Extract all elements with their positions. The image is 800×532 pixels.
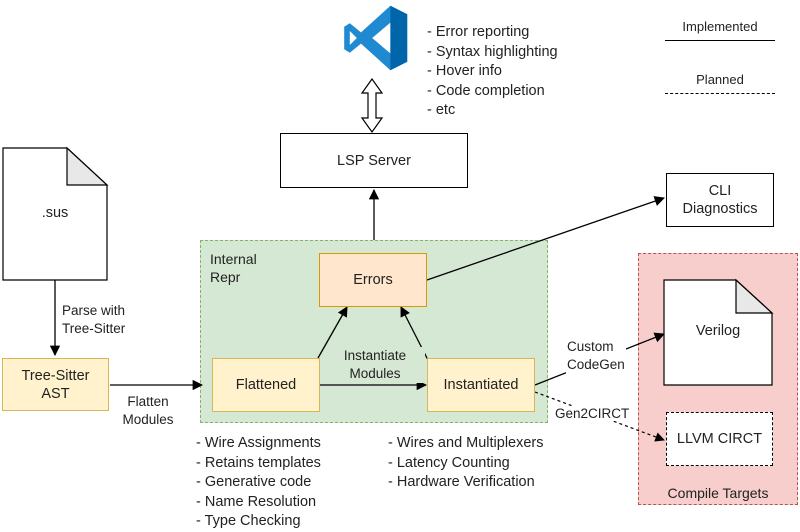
list-item: - Wires and Multiplexers: [388, 435, 544, 451]
list-item: - Type Checking: [196, 513, 301, 529]
errors-cli-edge: [426, 196, 665, 281]
list-item: - Hover info: [427, 63, 502, 79]
parse-edge-label: Parse with Tree-Sitter: [62, 303, 126, 336]
vscode-logo-icon: [344, 5, 408, 71]
instantiated-notes-list: - Wires and Multiplexers - Latency Count…: [388, 434, 544, 493]
verilog-label: Verilog: [695, 323, 741, 339]
errors-node: Errors: [319, 253, 427, 307]
flattened-notes-list: - Wire Assignments - Retains templates -…: [196, 434, 321, 532]
flatten-edge-label: Flatten Modules: [122, 394, 174, 427]
legend-implemented-label: Implemented: [682, 19, 758, 34]
list-item: - Error reporting: [427, 24, 530, 40]
instantiated-node: Instantiated: [427, 358, 535, 412]
list-item: - Syntax highlighting: [427, 43, 558, 60]
list-item: - Retains templates: [196, 454, 321, 471]
compile-targets-label: Compile Targets: [667, 485, 769, 501]
list-item: - Code completion: [427, 82, 545, 99]
editor-features-list: - Error reporting - Syntax highlighting …: [427, 23, 558, 121]
legend-solid-line: [665, 40, 775, 41]
custom-codegen-label: Custom CodeGen: [566, 338, 626, 374]
tree-sitter-ast-node: Tree-Sitter AST: [2, 358, 109, 411]
list-item: - Latency Counting: [388, 454, 510, 471]
list-item: - Name Resolution: [196, 493, 317, 510]
cli-diagnostics-node: CLI Diagnostics: [666, 173, 774, 227]
gen2circt-label: Gen2CIRCT: [554, 406, 631, 421]
flattened-node: Flattened: [212, 358, 320, 412]
instantiate-edge-label: Instantiate Modules: [325, 347, 425, 383]
llvm-circt-node: LLVM CIRCT: [666, 412, 773, 466]
legend-dashed-line: [665, 93, 775, 94]
legend-planned-label: Planned: [696, 72, 744, 87]
list-item: - Generative code: [196, 474, 312, 490]
internal-repr-label: Internal Repr: [210, 251, 257, 285]
list-item: - Hardware Verification: [388, 474, 535, 490]
lsp-server-node: LSP Server: [280, 133, 468, 188]
vscode-lsp-double-arrow: [360, 77, 384, 134]
sus-file-label: .sus: [41, 205, 69, 221]
list-item: - Wire Assignments: [196, 435, 321, 451]
flattened-errors-edge: [317, 306, 348, 359]
list-item: - etc: [427, 102, 456, 118]
